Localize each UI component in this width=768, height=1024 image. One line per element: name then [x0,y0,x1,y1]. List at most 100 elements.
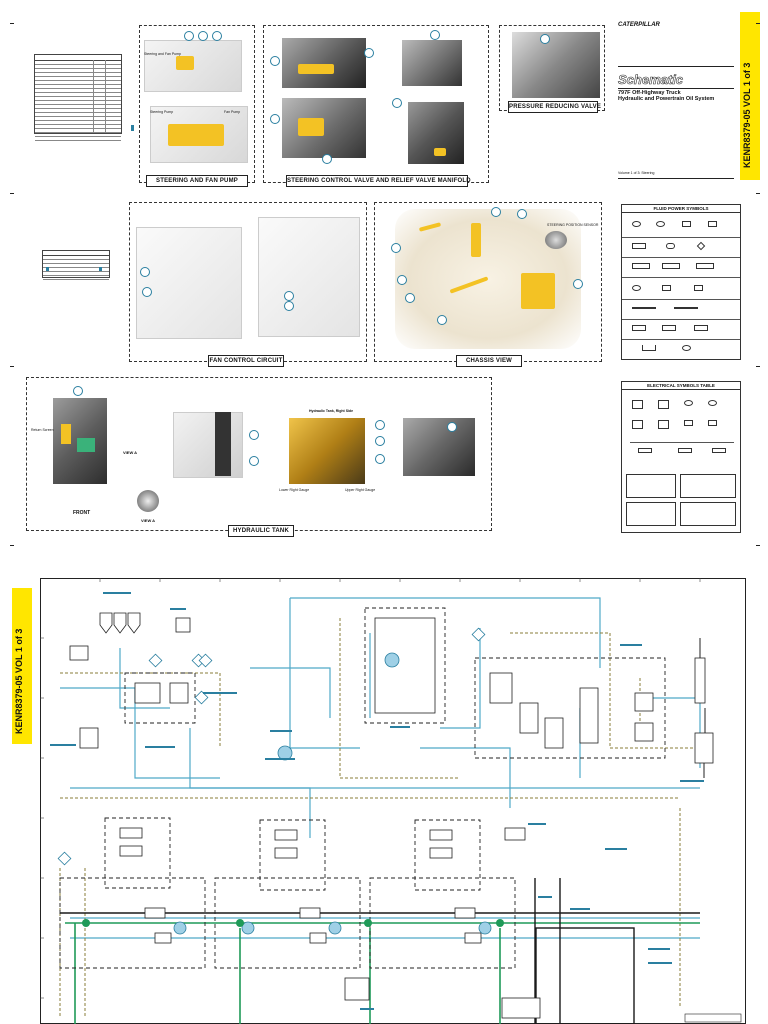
tank-yellow-component [61,424,71,444]
callout-marker [284,291,294,301]
wire-reference-table [42,250,110,280]
callout-marker [375,420,385,430]
valve-symbol [632,263,650,269]
sensor-symbol [684,400,693,406]
hydraulic-tank-component [521,273,555,309]
title-rule [618,178,734,179]
label-steering-pump: Steering Pump [150,110,174,114]
callout-marker [437,315,447,325]
label-fan-pump: Fan Pump [224,110,241,114]
tank-symbol [642,345,656,351]
label-steering-fan-pump: Steering and Fan Pump [144,52,181,56]
callout-marker [142,287,152,297]
caterpillar-logo: CATERPILLAR [618,22,660,28]
valve-symbol [696,263,714,269]
fluid-power-symbols-title: FLUID POWER SYMBOLS [622,205,740,213]
callout-marker [405,293,415,303]
tank-right-side-label: Hydraulic Tank, Right Side [309,409,354,413]
valve-symbol [682,221,691,227]
crop-mark [10,193,14,194]
steering-pump-component [168,124,224,146]
crop-mark [10,366,14,367]
callout-marker [270,114,280,124]
pressure-reducing-valve-caption: PRESSURE REDUCING VALVE [508,101,601,113]
tank-green-component [77,438,95,452]
steering-fan-pump-panel: Steering and Fan Pump Steering Pump Fan … [139,25,255,183]
front-label: FRONT [73,510,91,516]
callout-marker [184,31,194,41]
schematic-subtitle-2: Hydraulic and Powertrain Oil System [618,96,715,102]
callout-marker [375,436,385,446]
steering-fan-pump-caption: STEERING AND FAN PUMP [146,175,248,187]
pump-component [176,56,194,70]
steering-position-sensor-label: STEERING POSITION SENSOR [547,223,599,227]
callout-marker [392,98,402,108]
callout-marker [249,456,259,466]
schematic-subtitle-1: 797F Off-Highway Truck [618,90,681,96]
volume-banner-left [12,588,32,744]
solenoid-symbol [632,420,643,429]
volume-note: Volume 1 of 3: Steering [618,171,655,175]
chassis-view-panel: STEERING POSITION SENSOR [374,202,602,362]
motor-symbol [656,221,665,227]
check-valve-symbol [632,285,641,291]
callout-marker [364,48,374,58]
fan-control-circuit-panel [129,202,367,362]
relief-manifold-component [298,118,324,136]
connector-symbol [638,448,652,453]
line-symbol [674,307,698,309]
callout-marker [140,267,150,277]
fan-control-drawing-1 [136,227,242,339]
callout-marker [198,31,208,41]
view-a-label-detail: VIEW A [141,518,156,523]
relay-symbol [708,420,717,426]
relay-symbol [684,420,693,426]
crop-mark [10,23,14,24]
callout-marker [540,34,550,44]
valve-symbol [694,285,703,291]
callout-marker [270,56,280,66]
valve-component [298,64,334,74]
callout-marker [212,31,222,41]
fan-control-drawing-2 [258,217,360,337]
callout-marker [322,154,332,164]
crop-mark [756,193,760,194]
view-a-label: VIEW A [123,450,138,455]
tank-right-image [289,418,365,484]
valve-symbol [708,221,717,227]
switch-symbol [632,400,643,409]
pressure-reducing-valve-panel: PRESSURE REDUCING VALVE [499,25,605,113]
connector-symbol [678,448,692,453]
harness-detail-2 [680,474,736,498]
volume-banner-text-right: KENR8379-05 VOL 1 of 3 [742,62,752,168]
callout-marker [375,454,385,464]
chassis-view-caption: CHASSIS VIEW [456,355,522,367]
pressure-reducing-valve-image [512,32,600,98]
title-rule [618,88,734,89]
harness-detail-3 [626,502,676,526]
callout-marker [73,386,83,396]
steering-cylinder-component [471,223,481,257]
lower-right-gauge-label: Lower Right Gauge [279,488,310,492]
callout-marker [491,207,501,217]
tank-side-image [173,412,243,478]
valve-symbol [662,325,676,331]
crop-mark [756,366,760,367]
crop-mark [756,23,760,24]
steering-control-valve-panel [263,25,489,183]
sensor-symbol [708,400,717,406]
crop-mark [756,545,760,546]
accumulator-symbol [666,243,675,249]
tank-filter-image [403,418,475,476]
connector-symbol [712,448,726,453]
schematic-title: Schematic [618,72,684,88]
steering-position-sensor-image [545,231,567,249]
control-valve-image-3 [402,40,462,86]
switch-symbol [658,400,669,409]
component-location-table [34,54,134,141]
gauge-symbol [682,345,691,351]
harness-detail-1 [626,474,676,498]
control-valve-image-2 [282,98,366,158]
valve-symbol [694,325,708,331]
volume-banner-text-left: KENR8379-05 VOL 1 of 3 [14,628,24,734]
